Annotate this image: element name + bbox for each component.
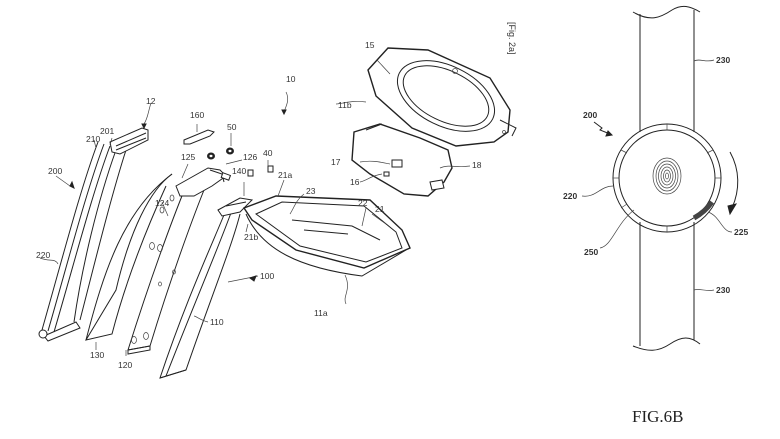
label-126: 126	[243, 152, 257, 162]
strap-230-bottom	[632, 222, 701, 351]
label-130: 130	[90, 350, 104, 360]
label-11a: 11a	[314, 308, 328, 318]
label-18: 18	[472, 160, 482, 170]
label-12: 12	[146, 96, 156, 106]
label-120: 120	[118, 360, 132, 370]
arrow-icon	[727, 203, 738, 216]
label-201: 201	[100, 126, 114, 136]
strap-230-top	[632, 5, 701, 132]
label-10: 10	[286, 74, 296, 84]
figure-caption: FIG.6B	[632, 407, 683, 426]
label-100: 100	[260, 271, 274, 281]
label-21b: 21b	[244, 232, 258, 242]
label-110: 110	[210, 317, 224, 327]
connector-140	[217, 197, 254, 217]
label-230-bottom: 230	[716, 285, 730, 295]
layer-130	[84, 173, 173, 341]
board-120	[127, 185, 205, 355]
bracket-160	[183, 129, 215, 145]
rotation-arrow	[729, 151, 739, 209]
arrow-icon	[248, 275, 257, 282]
bezel-segments	[613, 124, 721, 232]
hinge-125	[175, 167, 232, 197]
rings-50	[207, 147, 234, 160]
label-50: 50	[227, 122, 237, 132]
bracket-18	[351, 123, 453, 197]
label-225: 225	[734, 227, 748, 237]
arrow-icon	[69, 180, 75, 189]
figure-2a: [Fig. 2a]	[36, 22, 517, 379]
buttons-40	[247, 165, 274, 177]
arrow-icon	[605, 130, 614, 137]
strap-200	[38, 141, 127, 342]
sensor-225	[692, 200, 715, 221]
label-125: 125	[181, 152, 195, 162]
label-22: 22	[358, 198, 368, 208]
arrow-icon	[281, 109, 287, 116]
label-230-top: 230	[716, 55, 730, 65]
label-21a: 21a	[278, 170, 292, 180]
label-220-fig6b: 220	[563, 191, 577, 201]
label-17: 17	[331, 157, 341, 167]
label-250: 250	[584, 247, 598, 257]
label-21: 21	[375, 204, 385, 214]
label-210: 210	[86, 134, 100, 144]
strap-pin	[38, 329, 48, 339]
label-124: 124	[155, 198, 169, 208]
label-16: 16	[350, 177, 360, 187]
upper-case-11b	[367, 47, 517, 147]
strap-connector-201	[109, 127, 149, 155]
band-110	[159, 209, 241, 379]
label-15: 15	[365, 40, 375, 50]
lower-case-11a	[242, 195, 411, 277]
label-11b: 11b	[338, 100, 352, 110]
bezel-220	[612, 123, 722, 233]
arrow-icon	[141, 123, 147, 130]
label-220: 220	[36, 250, 50, 260]
label-200: 200	[48, 166, 62, 176]
label-40: 40	[263, 148, 273, 158]
fingerprint-icon	[652, 157, 682, 195]
label-200-fig6b: 200	[583, 110, 597, 120]
label-140: 140	[232, 166, 246, 176]
leader-lines	[39, 59, 471, 356]
figure-2a-tag: [Fig. 2a]	[507, 22, 517, 55]
label-23: 23	[306, 186, 316, 196]
pointer-200	[593, 121, 611, 135]
figure-6b: 230 200 220 225 250 230 FIG.6B	[563, 5, 748, 426]
label-160: 160	[190, 110, 204, 120]
